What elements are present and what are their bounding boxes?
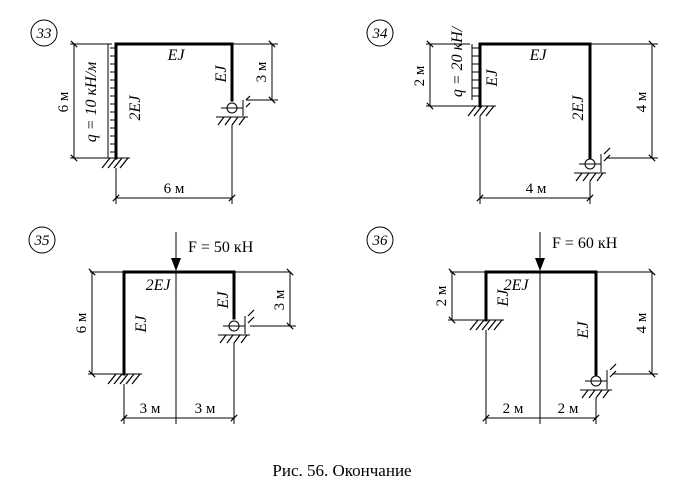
scheme-number: 34 xyxy=(372,26,389,42)
scheme-number: 35 xyxy=(34,233,51,249)
figure-caption: Рис. 56. Окончание xyxy=(272,461,411,480)
force-arrow xyxy=(535,232,545,271)
dim-span: 6 м xyxy=(164,181,185,197)
frame xyxy=(122,270,236,376)
distributed-load xyxy=(107,42,118,160)
dim-height-right: 4 м xyxy=(634,312,650,333)
left-column-rigidity-label: 2EJ xyxy=(127,95,144,121)
right-column-rigidity-label: 2EJ xyxy=(570,95,587,121)
dim-height-left: 6 м xyxy=(56,91,72,112)
force-label: F = 60 кН xyxy=(552,235,618,252)
beam-rigidity-label: 2EJ xyxy=(146,277,172,294)
fixed-support xyxy=(468,319,504,331)
frame xyxy=(484,270,598,376)
force-label: F = 50 кН xyxy=(188,239,254,256)
roller-support xyxy=(218,309,255,344)
dim-height-right: 3 м xyxy=(272,289,288,310)
beam-rigidity-label: EJ xyxy=(529,47,548,64)
left-column-rigidity-label: EJ xyxy=(495,289,512,308)
dim-height-left: 2 м xyxy=(412,65,428,86)
fixed-support xyxy=(100,157,130,169)
dim-height-right: 4 м xyxy=(634,91,650,112)
dimension-lines xyxy=(448,268,658,424)
scheme-36: 36 F = 60 кН 2EJ EJ EJ xyxy=(366,226,658,424)
dim-span-left: 3 м xyxy=(140,401,161,417)
dim-height-left: 2 м xyxy=(434,285,450,306)
scheme-number-circle xyxy=(28,226,56,254)
dim-span-left: 2 м xyxy=(503,401,524,417)
roller-support xyxy=(580,363,617,399)
fixed-support xyxy=(466,105,496,117)
force-arrow xyxy=(171,232,181,271)
scheme-34: 34 q = 20 кН/ EJ EJ 2EJ xyxy=(366,19,658,204)
dimension-lines xyxy=(426,40,658,204)
left-column-rigidity-label: EJ xyxy=(133,315,150,334)
scheme-number-circle xyxy=(366,19,394,47)
dim-span-right: 3 м xyxy=(195,401,216,417)
scheme-number: 33 xyxy=(36,26,52,42)
scheme-number: 36 xyxy=(372,233,389,249)
beam-rigidity-label: 2EJ xyxy=(504,277,530,294)
dimension-lines xyxy=(88,268,296,424)
load-label: q = 20 кН/ xyxy=(449,25,466,97)
left-column-rigidity-label: EJ xyxy=(484,69,501,88)
scheme-number-circle xyxy=(366,226,394,254)
scheme-number-circle xyxy=(30,19,58,47)
dim-height-left: 6 м xyxy=(74,312,90,333)
roller-support xyxy=(574,147,611,182)
right-column-rigidity-label: EJ xyxy=(215,291,232,310)
scheme-35: 35 F = 50 кН 2EJ EJ EJ xyxy=(28,226,296,424)
dim-height-right: 3 м xyxy=(254,61,270,82)
frame xyxy=(478,42,592,160)
roller-support xyxy=(216,95,251,126)
right-column-rigidity-label: EJ xyxy=(213,65,230,84)
dim-span: 4 м xyxy=(526,181,547,197)
fixed-support xyxy=(106,373,142,385)
right-column-rigidity-label: EJ xyxy=(575,321,592,340)
scheme-33: 33 q = 10 кН/м EJ 2EJ EJ xyxy=(30,19,278,204)
load-label: q = 10 кН/м xyxy=(83,62,100,143)
distributed-load xyxy=(471,44,480,100)
dim-span-right: 2 м xyxy=(558,401,579,417)
dimension-lines xyxy=(70,40,278,204)
beam-rigidity-label: EJ xyxy=(167,47,186,64)
